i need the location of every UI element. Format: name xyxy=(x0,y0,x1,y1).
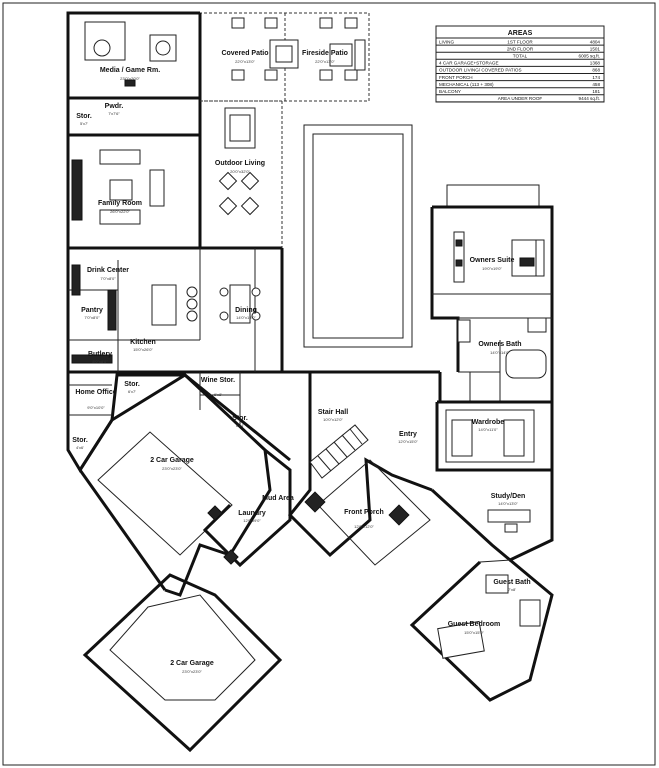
media-furniture xyxy=(84,21,177,87)
areas-row-value: 1501 xyxy=(590,46,601,51)
svg-text:23'0"x23'0": 23'0"x23'0" xyxy=(162,466,182,471)
room-label-owners-bath: Owners Bath xyxy=(478,341,521,348)
svg-text:12'0"x15'0": 12'0"x15'0" xyxy=(398,439,418,444)
svg-text:6'x7': 6'x7' xyxy=(128,389,136,394)
room-label-guest-bath: Guest Bath xyxy=(493,579,530,586)
svg-text:14'0"x13'0": 14'0"x13'0" xyxy=(498,501,518,506)
areas-row-value: 4804 xyxy=(590,39,601,44)
areas-table: AREAS LIVING 1ST FLOOR 4804 2ND FLOOR 1501TO… xyxy=(435,25,605,103)
areas-row-value: 1368 xyxy=(590,61,601,66)
house-walls xyxy=(66,11,440,473)
svg-text:6'x8': 6'x8' xyxy=(214,392,222,397)
room-label-fireside-patio: Fireside Patio xyxy=(302,50,348,57)
guest-wing xyxy=(409,558,554,702)
room-label-pwdr: Pwdr. xyxy=(105,103,124,110)
svg-text:23'0"x23'0": 23'0"x23'0" xyxy=(182,669,202,674)
areas-row-label: OUTDOOR LIVING/ COVERED PATIOS xyxy=(439,68,522,73)
areas-row-sub: TOTAL xyxy=(513,54,528,59)
family-furniture xyxy=(71,149,165,225)
mud-laundry xyxy=(202,448,292,568)
room-label-owners-suite: Owners Suite xyxy=(470,257,515,264)
svg-text:8'0"x8'0": 8'0"x8'0" xyxy=(92,359,108,364)
room-label-entry: Entry xyxy=(399,431,417,438)
areas-row-value: 6005 sq.ft. xyxy=(579,54,600,59)
wardrobe-study xyxy=(430,400,554,562)
svg-text:23'0"x20'0": 23'0"x20'0" xyxy=(120,76,140,81)
room-label-pantry: Pantry xyxy=(81,307,103,314)
svg-text:14'0"x13'0": 14'0"x13'0" xyxy=(236,315,256,320)
svg-text:7'0"x8'0": 7'0"x8'0" xyxy=(100,276,116,281)
room-label-wardrobe: Wardrobe xyxy=(472,419,505,426)
room-label-stor-mid: Stor. xyxy=(124,381,140,388)
svg-text:14'0"x14'0": 14'0"x14'0" xyxy=(490,350,510,355)
areas-row-label: BALCONY xyxy=(439,89,461,94)
svg-text:14'0"x11'0": 14'0"x11'0" xyxy=(478,427,498,432)
room-label-drink-center: Drink Center xyxy=(87,267,129,274)
svg-text:7'x8': 7'x8' xyxy=(508,587,516,592)
entry-stair-porch xyxy=(287,372,442,566)
svg-text:7'x7'6": 7'x7'6" xyxy=(108,111,120,116)
garage-bottom xyxy=(82,573,283,753)
garage-top xyxy=(78,373,272,597)
room-label-guest-bedroom: Guest Bedroom xyxy=(448,621,501,628)
areas-row-value: 9444 sq.ft. xyxy=(579,96,600,101)
areas-row-value: 174 xyxy=(592,75,600,80)
room-label-wine-stor: Wine Stor. xyxy=(201,377,235,384)
areas-row-sub: AREA UNDER ROOF xyxy=(498,96,543,101)
areas-row-value: 458 xyxy=(592,82,600,87)
room-label-garage-top: 2 Car Garage xyxy=(150,457,194,464)
room-label-front-porch: Front Porch xyxy=(344,509,384,516)
room-labels: Media / Game Rm. 23'0"x20'0" Covered Pat… xyxy=(72,50,530,674)
areas-row-label: FRONT PORCH xyxy=(439,75,473,80)
room-label-family: Family Room xyxy=(98,200,142,207)
svg-text:7'0"x8'0": 7'0"x8'0" xyxy=(84,315,100,320)
svg-text:12'0"x9'0": 12'0"x9'0" xyxy=(243,518,261,523)
svg-text:4'x6': 4'x6' xyxy=(76,445,84,450)
svg-text:5'x7': 5'x7' xyxy=(80,121,88,126)
svg-text:22'0"x13'0": 22'0"x13'0" xyxy=(235,59,255,64)
svg-text:20'0"x32'0": 20'0"x32'0" xyxy=(230,169,250,174)
areas-row-label: MECHANICAL (113 + 308) xyxy=(439,82,494,87)
areas-row-label: LIVING xyxy=(439,39,454,44)
areas-row-value: 868 xyxy=(592,68,600,73)
room-label-stor-small: Stor. xyxy=(232,415,248,422)
pool xyxy=(303,124,413,348)
room-label-dining: Dining xyxy=(235,307,257,314)
room-label-laundry: Laundry xyxy=(238,510,266,517)
areas-row-sub: 2ND FLOOR xyxy=(507,46,534,51)
svg-text:26'0"x22'0": 26'0"x22'0" xyxy=(110,209,130,214)
areas-title: AREAS xyxy=(508,30,533,37)
room-label-stor-left: Stor. xyxy=(72,437,88,444)
svg-text:19'0"x19'0": 19'0"x19'0" xyxy=(482,266,502,271)
areas-row-label: 4 CAR GARAGE+STORAGE xyxy=(439,61,499,66)
svg-text:10'0"x12'0": 10'0"x12'0" xyxy=(323,417,343,422)
room-label-media: Media / Game Rm. xyxy=(100,67,160,74)
room-label-garage-bottom: 2 Car Garage xyxy=(170,660,214,667)
room-label-kitchen: Kitchen xyxy=(130,339,156,346)
svg-text:12'0"x12'0": 12'0"x12'0" xyxy=(354,524,374,529)
svg-text:6'x4': 6'x4' xyxy=(236,423,244,428)
room-label-stair-hall: Stair Hall xyxy=(318,409,348,416)
room-label-covered-patio: Covered Patio xyxy=(221,50,268,57)
kitchen-furniture xyxy=(71,264,261,364)
room-label-stor-top: Stor. xyxy=(76,113,92,120)
svg-text:15'0"x15'0": 15'0"x15'0" xyxy=(464,630,484,635)
room-label-study: Study/Den xyxy=(491,493,526,500)
outdoor-living-furniture xyxy=(218,107,260,216)
room-label-home-office: Home Office xyxy=(75,389,116,396)
covered-patio-area xyxy=(198,12,370,102)
areas-row-value: 181 xyxy=(592,89,600,94)
svg-text:9'0"x10'0": 9'0"x10'0" xyxy=(87,405,105,410)
room-label-butlery: Butlery xyxy=(88,351,112,358)
room-label-mud-area: Mud Area xyxy=(262,495,294,502)
svg-text:22'0"x13'0": 22'0"x13'0" xyxy=(315,59,335,64)
staircase xyxy=(309,424,369,479)
room-label-outdoor-living: Outdoor Living xyxy=(215,160,265,167)
areas-row-sub: 1ST FLOOR xyxy=(507,39,533,44)
svg-text:15'0"x26'0": 15'0"x26'0" xyxy=(133,347,153,352)
